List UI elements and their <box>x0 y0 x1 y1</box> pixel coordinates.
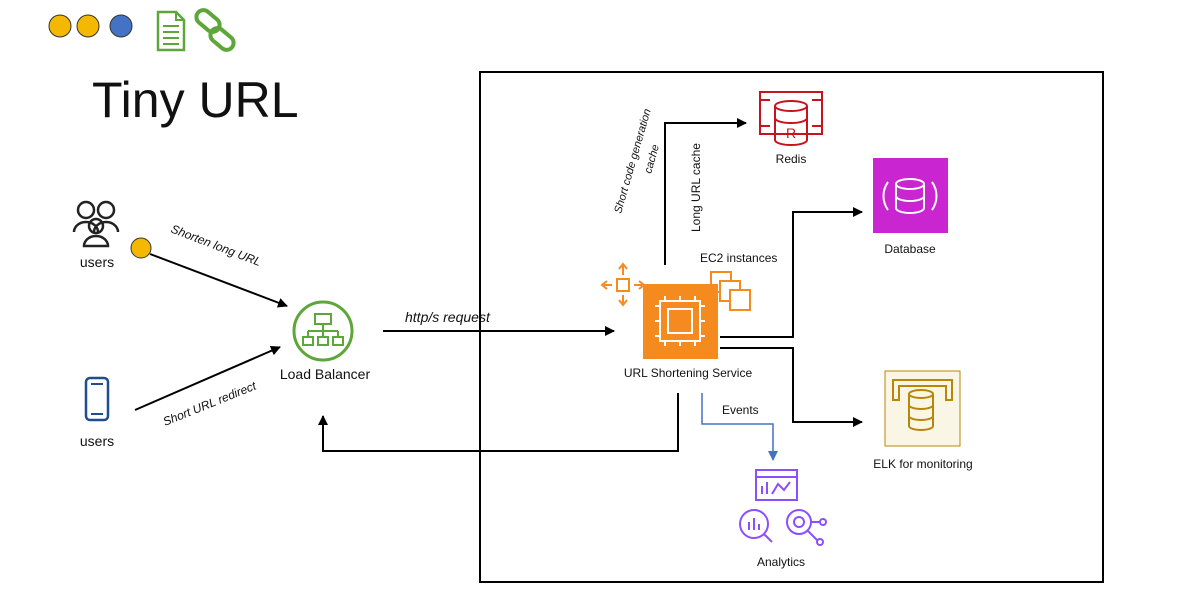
edge-response <box>318 393 679 452</box>
edge-events <box>701 393 778 461</box>
users-label-1: users <box>80 254 114 270</box>
analytics-label: Analytics <box>757 555 805 569</box>
analytics-icon <box>739 469 827 546</box>
edge-redirect <box>134 346 281 411</box>
edge-shorten <box>149 253 288 308</box>
chain-link-icon <box>194 8 236 52</box>
ec2-chip-icon <box>643 284 718 359</box>
edge-label-http: http/s request <box>405 309 491 325</box>
service-label: URL Shortening Service <box>624 366 753 380</box>
edge-label-events: Events <box>722 403 759 417</box>
edge-database <box>720 207 863 338</box>
users-label-2: users <box>80 433 114 449</box>
redis-label: Redis <box>776 152 807 166</box>
load-balancer-label: Load Balancer <box>280 366 371 382</box>
document-icon <box>156 10 186 52</box>
edge-elk <box>720 347 863 427</box>
database-icon <box>873 158 948 233</box>
edge-label-shorten: Shorten long URL <box>169 222 263 269</box>
ec2-instances-label: EC2 instances <box>700 251 777 265</box>
redis-icon: R <box>759 91 823 146</box>
users-group-icon <box>72 200 120 248</box>
dot-yellow-1 <box>48 14 72 38</box>
request-token-dot <box>130 237 152 259</box>
database-label: Database <box>884 242 936 256</box>
header-dots <box>48 14 133 38</box>
elk-storage-icon <box>884 370 961 447</box>
edge-label-redirect: Short URL redirect <box>161 378 259 428</box>
edge-label-short-code-2: cache <box>642 143 662 175</box>
service-boundary <box>479 71 1104 583</box>
auto-scaling-icon <box>600 262 646 307</box>
dot-yellow-2 <box>76 14 100 38</box>
dot-blue <box>109 14 133 38</box>
load-balancer-icon <box>292 300 354 362</box>
mobile-phone-icon <box>84 376 110 422</box>
edge-label-long-url-cache: Long URL cache <box>689 143 703 232</box>
svg-text:R: R <box>786 125 796 141</box>
edge-cache <box>664 118 747 265</box>
ec2-instances-stack <box>710 271 751 311</box>
elk-label: ELK for monitoring <box>873 457 972 471</box>
page-title: Tiny URL <box>92 72 299 128</box>
